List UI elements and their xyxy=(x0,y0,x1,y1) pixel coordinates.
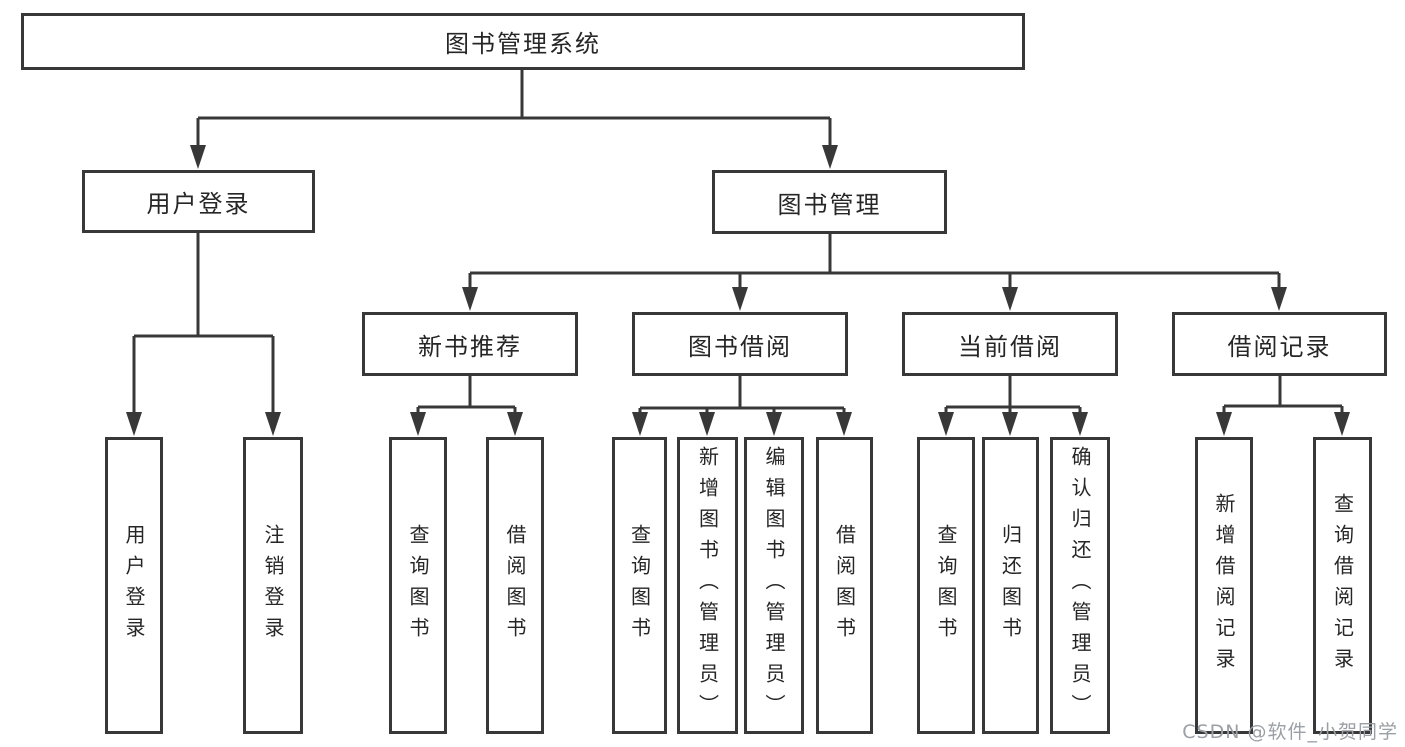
leaf-add-borrow-record: 新增借阅记录 xyxy=(1195,437,1253,734)
leaf-borrow-books-borrowing: 借阅图书 xyxy=(816,437,873,734)
node-borrowing-records: 借阅记录 xyxy=(1172,312,1387,376)
connector-book-management-children xyxy=(462,234,1287,311)
leaf-confirm-return-admin: 确认归还（管理员） xyxy=(1050,437,1110,734)
node-new-book-recommend: 新书推荐 xyxy=(362,312,578,376)
connector-borrowing-records-children xyxy=(1216,376,1350,436)
connector-book-borrowing-children xyxy=(632,376,852,436)
leaf-query-books-borrowing: 查询图书 xyxy=(612,437,667,734)
connector-new-book-recommend-children xyxy=(410,376,523,436)
leaf-add-book-admin: 新增图书（管理员） xyxy=(677,437,738,734)
leaf-borrow-books-recommend: 借阅图书 xyxy=(486,437,544,734)
leaf-query-books-current: 查询图书 xyxy=(917,437,975,734)
leaf-logout: 注销登录 xyxy=(243,437,303,734)
node-current-borrowing: 当前借阅 xyxy=(902,312,1118,376)
leaf-query-borrow-record: 查询借阅记录 xyxy=(1313,437,1372,734)
connector-current-borrowing-children xyxy=(938,376,1088,436)
node-user-login: 用户登录 xyxy=(82,170,315,233)
leaf-return-books: 归还图书 xyxy=(982,437,1039,734)
leaf-query-books-recommend: 查询图书 xyxy=(389,437,447,734)
node-system-root: 图书管理系统 xyxy=(21,13,1025,70)
connector-user-login-children xyxy=(126,233,281,436)
node-book-management: 图书管理 xyxy=(712,170,947,234)
leaf-edit-book-admin: 编辑图书（管理员） xyxy=(744,437,804,734)
node-book-borrowing: 图书借阅 xyxy=(632,312,848,376)
leaf-user-login: 用户登录 xyxy=(105,437,163,734)
connector-root-to-level2 xyxy=(190,70,838,169)
